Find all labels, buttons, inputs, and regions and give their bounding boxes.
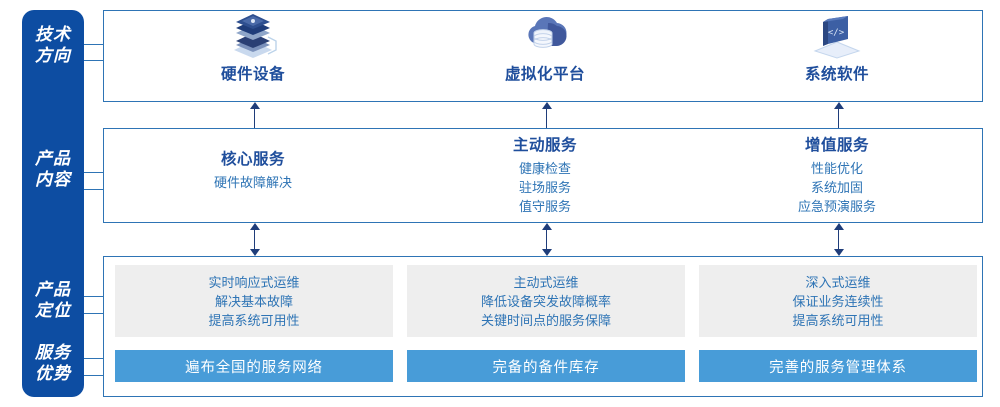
- positioning-line: 主动式运维: [513, 274, 579, 290]
- laptop-code-icon: </>: [712, 10, 962, 60]
- positioning-panel-proactive[interactable]: 主动式运维 降低设备突发故障概率 关键时间点的服务保障: [407, 265, 685, 337]
- svg-text:</>: </>: [828, 28, 845, 38]
- cloud-database-icon: [420, 10, 670, 60]
- content-item: 系统加固: [810, 180, 863, 195]
- sidebar-item-product-positioning[interactable]: 产品 定位: [22, 279, 84, 321]
- technology-title: 硬件设备: [220, 66, 285, 83]
- sidebar-label-line: 优势: [35, 364, 71, 383]
- positioning-line: 实时响应式运维: [208, 274, 300, 290]
- advantage-bar-service-network[interactable]: 遍布全国的服务网络: [115, 350, 393, 382]
- sidebar-rail: [22, 10, 84, 397]
- arrow-up-icon: [248, 102, 262, 128]
- content-item: 值守服务: [518, 199, 571, 214]
- content-item: 硬件故障解决: [213, 175, 292, 190]
- arrow-up-icon: [832, 102, 846, 128]
- sidebar-label-line: 产品: [35, 280, 71, 299]
- technology-column-hardware[interactable]: 硬件设备: [128, 10, 378, 84]
- advantage-bar-spare-parts[interactable]: 完备的备件库存: [407, 350, 685, 382]
- connector-stub: [84, 358, 103, 359]
- connector-stub: [84, 172, 103, 173]
- sidebar-label-line: 技术: [35, 25, 71, 44]
- content-item: 健康检查: [518, 161, 571, 176]
- sidebar-label-line: 服务: [35, 343, 71, 362]
- arrow-double-icon: [248, 223, 262, 256]
- technology-column-virtualization[interactable]: 虚拟化平台: [420, 10, 670, 84]
- sidebar-item-service-advantage[interactable]: 服务 优势: [22, 342, 84, 384]
- sidebar-label-line: 产品: [35, 149, 71, 168]
- content-title: 主动服务: [512, 137, 577, 154]
- sidebar-label-line: 内容: [35, 170, 71, 189]
- connector-stub: [84, 189, 103, 190]
- sidebar-label-line: 定位: [35, 301, 71, 320]
- positioning-line: 提高系统可用性: [208, 312, 300, 328]
- advantage-bar-management-system[interactable]: 完善的服务管理体系: [699, 350, 977, 382]
- connector-stub: [84, 44, 103, 45]
- connector-stub: [84, 60, 103, 61]
- arrow-up-icon: [540, 102, 554, 128]
- positioning-panel-realtime[interactable]: 实时响应式运维 解决基本故障 提高系统可用性: [115, 265, 393, 337]
- connector-stub: [84, 296, 103, 297]
- content-item: 应急预演服务: [797, 199, 876, 214]
- content-column-proactive-service[interactable]: 主动服务 健康检查 驻场服务 值守服务: [415, 133, 675, 216]
- content-item: 驻场服务: [518, 180, 571, 195]
- content-title: 增值服务: [804, 137, 869, 154]
- connector-stub: [84, 313, 103, 314]
- content-title: 核心服务: [220, 151, 285, 168]
- positioning-line: 关键时间点的服务保障: [480, 312, 611, 328]
- sidebar-item-product-content[interactable]: 产品 内容: [22, 148, 84, 190]
- connector-stub: [84, 375, 103, 376]
- positioning-panel-indepth[interactable]: 深入式运维 保证业务连续性 提高系统可用性: [699, 265, 977, 337]
- positioning-line: 解决基本故障: [214, 293, 293, 309]
- sidebar-label-line: 方向: [35, 46, 71, 65]
- positioning-line: 提高系统可用性: [792, 312, 884, 328]
- technology-title: 虚拟化平台: [504, 66, 585, 83]
- arrow-double-icon: [540, 223, 554, 256]
- content-item: 性能优化: [810, 161, 863, 176]
- positioning-line: 保证业务连续性: [792, 293, 884, 309]
- server-stack-icon: [128, 10, 378, 60]
- product-content-section-box: [103, 128, 983, 223]
- arrow-double-icon: [832, 223, 846, 256]
- technology-title: 系统软件: [804, 66, 869, 83]
- technology-column-software[interactable]: </> 系统软件: [712, 10, 962, 84]
- positioning-line: 深入式运维: [805, 274, 871, 290]
- content-column-value-added-service[interactable]: 增值服务 性能优化 系统加固 应急预演服务: [707, 133, 967, 216]
- content-column-core-service[interactable]: 核心服务 硬件故障解决: [123, 147, 383, 192]
- positioning-line: 降低设备突发故障概率: [480, 293, 611, 309]
- sidebar-item-technology-direction[interactable]: 技术 方向: [22, 24, 84, 66]
